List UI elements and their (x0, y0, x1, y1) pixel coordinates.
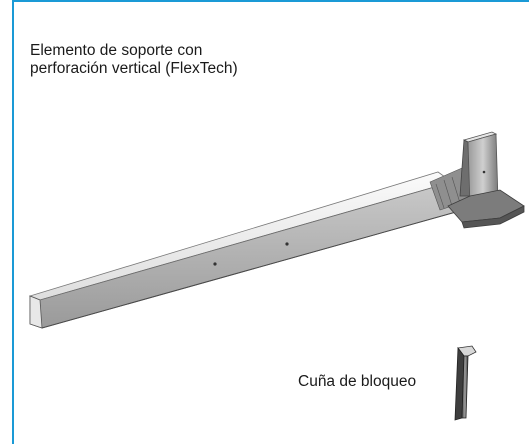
perforation-hole (213, 262, 217, 266)
vertical-post (447, 131, 525, 229)
caption-line-2: perforación vertical (FlexTech) (30, 60, 238, 77)
locking-wedge-label: Cuña de bloqueo (298, 373, 417, 390)
caption-line-1: Elemento de soporte con (30, 42, 203, 59)
support-element-caption: Elemento de soporte con perforación vert… (30, 42, 290, 78)
frame-top-border (12, 0, 529, 2)
support-beam (28, 171, 457, 329)
locking-wedge-icon (454, 345, 477, 421)
beam-connector (429, 167, 471, 211)
frame-left-border (12, 0, 14, 444)
perforation-hole (285, 242, 289, 246)
